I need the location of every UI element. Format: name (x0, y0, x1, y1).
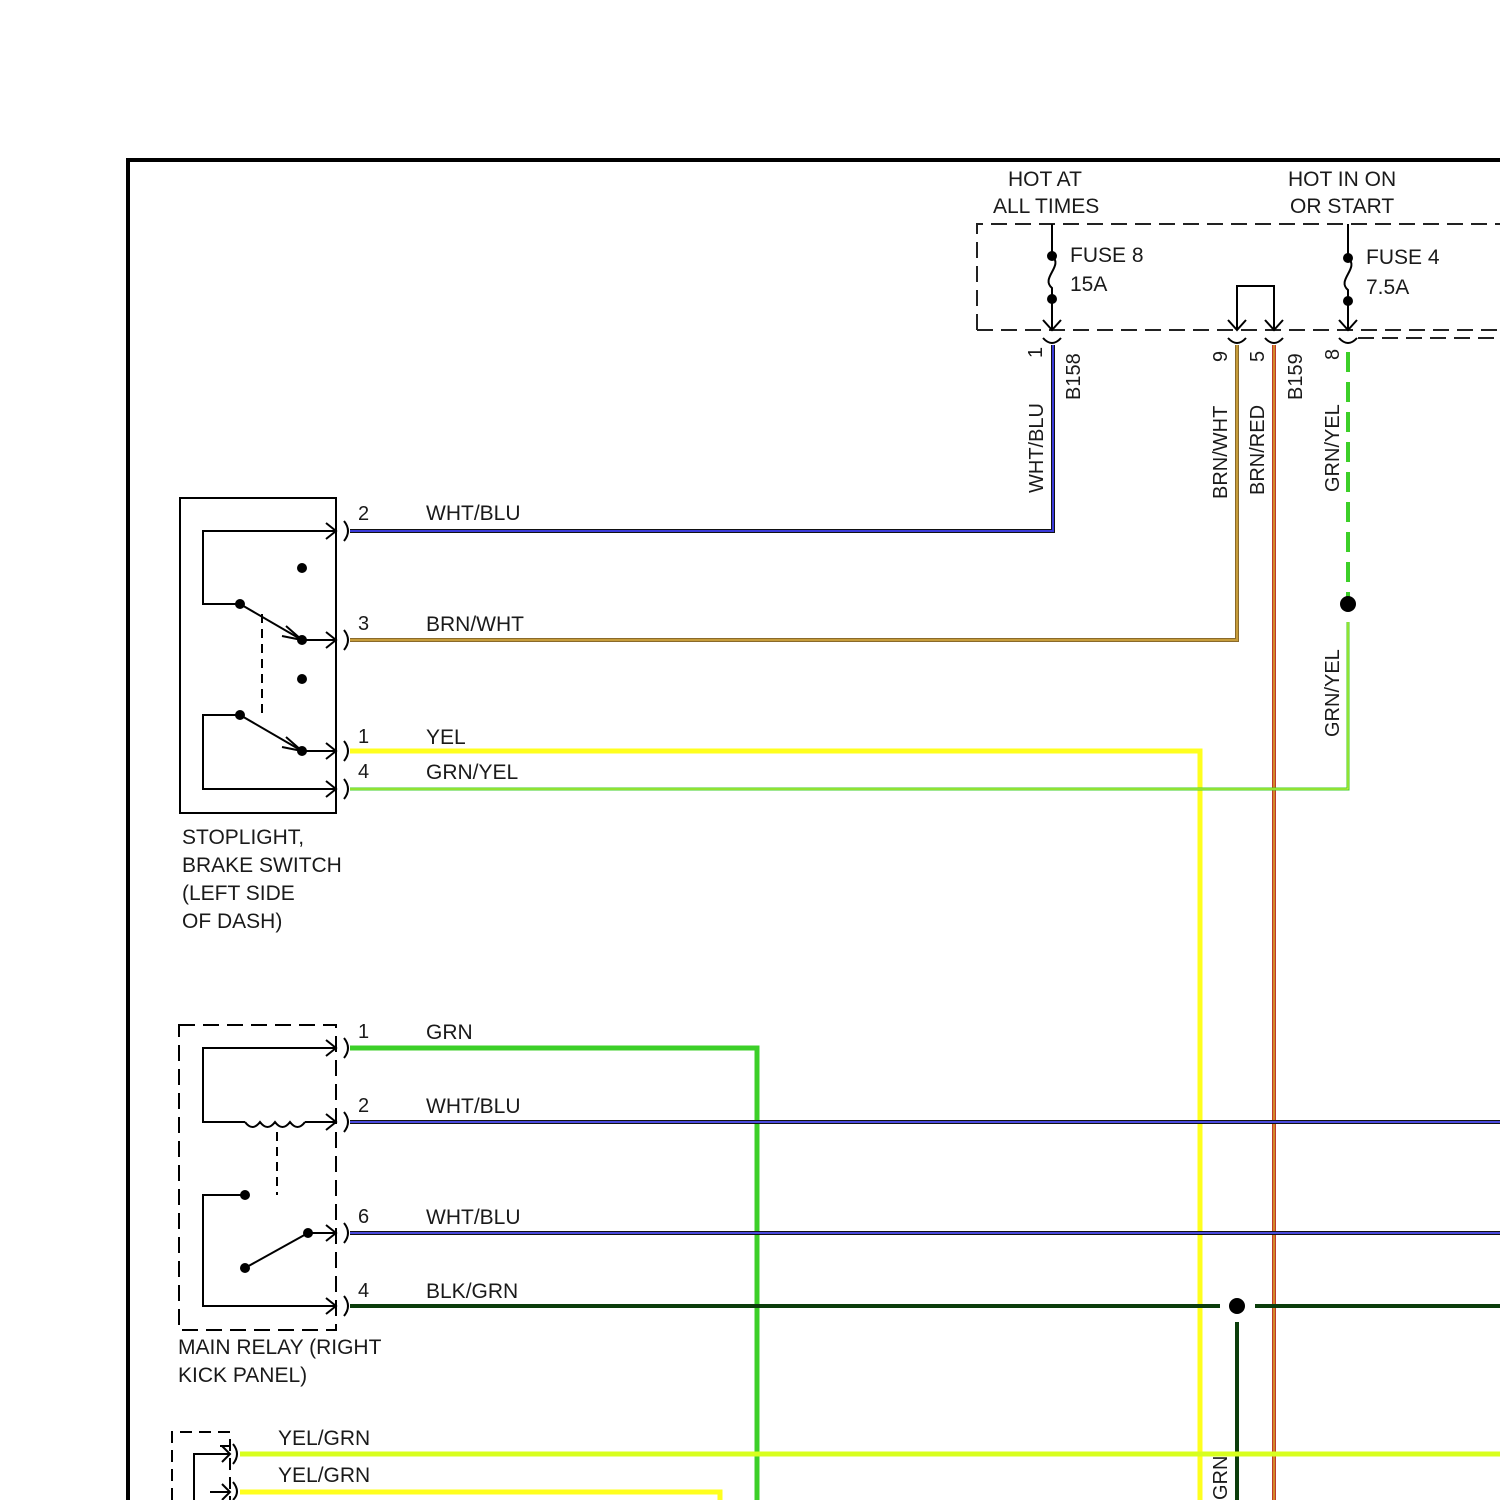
stoplight-wire-2: WHT/BLU (426, 502, 521, 525)
relay-pin-4: 4 (358, 1280, 369, 1302)
relay-wire-6: WHT/BLU (426, 1206, 521, 1229)
bottom-wire-2: YEL/GRN (278, 1464, 370, 1487)
vertical-wire-labels: WHT/BLU BRN/WHT BRN/RED GRN/YEL GRN/YEL … (1026, 403, 1344, 1500)
relay-label-line2: KICK PANEL) (178, 1364, 307, 1387)
relay-wire-4: BLK/GRN (426, 1280, 518, 1303)
stoplight-pin-2: 2 (358, 503, 369, 525)
vlabel-brn-wht: BRN/WHT (1210, 406, 1232, 499)
fuse-box-connector-marks (1043, 338, 1357, 343)
stoplight-pin-1: 1 (358, 726, 369, 748)
wire-yel-grn-2 (240, 1492, 720, 1500)
stoplight-wire-3: BRN/WHT (426, 613, 524, 636)
fuse-8-symbol (1043, 224, 1061, 330)
relay-pin-6: 6 (358, 1206, 369, 1228)
stoplight-brake-switch: 2 WHT/BLU 3 BRN/WHT 1 YEL 4 GRN/YEL STOP… (180, 498, 524, 933)
stoplight-label-line4: OF DASH) (182, 910, 282, 933)
wire-yel (350, 751, 1200, 1500)
splice-blk-grn (1229, 1298, 1245, 1314)
relay-label-line1: MAIN RELAY (RIGHT (178, 1336, 382, 1359)
fuse-pin-9: 9 (1210, 351, 1232, 362)
fuse-4-rating: 7.5A (1366, 276, 1409, 299)
stoplight-pin-3: 3 (358, 613, 369, 635)
stoplight-label-line3: (LEFT SIDE (182, 882, 295, 905)
relay-wire-1: GRN (426, 1021, 473, 1044)
stoplight-label-line1: STOPLIGHT, (182, 826, 304, 849)
fuse-pin-5: 5 (1247, 351, 1269, 362)
relay-wire-2: WHT/BLU (426, 1095, 521, 1118)
relay-pin-1: 1 (358, 1021, 369, 1043)
main-relay: 1 GRN 2 WHT/BLU 6 WHT/BLU 4 BLK/GRN MAIN… (178, 1021, 521, 1387)
stoplight-pin-4: 4 (358, 761, 369, 783)
bottom-connector: YEL/GRN YEL/GRN (172, 1427, 370, 1500)
hot-in-on-line1: HOT IN ON (1288, 168, 1396, 191)
stoplight-wire-4: GRN/YEL (426, 761, 518, 784)
internal-jumper (1228, 286, 1283, 330)
splice-grn-yel (1340, 596, 1356, 612)
fuse-pin-8: 8 (1322, 349, 1344, 360)
vlabel-grn-yel-upper: GRN/YEL (1322, 404, 1344, 492)
fuse-8-name: FUSE 8 (1070, 244, 1144, 267)
wire-grn-relay (350, 1048, 757, 1500)
vlabel-grn-yel-lower: GRN/YEL (1322, 649, 1344, 737)
vlabel-wht-blu: WHT/BLU (1026, 403, 1048, 493)
fuse-4-symbol (1339, 224, 1357, 330)
fuse-8-rating: 15A (1070, 273, 1107, 296)
hot-in-on-line2: OR START (1290, 195, 1394, 218)
stoplight-wire-1: YEL (426, 726, 466, 749)
wire-brn-wht (350, 345, 1237, 640)
vlabel-brn-red: BRN/RED (1247, 405, 1269, 495)
connector-b158-label: B158 (1063, 353, 1085, 400)
relay-pin-2: 2 (358, 1095, 369, 1117)
connector-b159-label: B159 (1285, 353, 1307, 400)
fuse-4-name: FUSE 4 (1366, 246, 1440, 269)
bottom-wire-1: YEL/GRN (278, 1427, 370, 1450)
hot-at-all-times-line2: ALL TIMES (993, 195, 1099, 218)
fuse-pin-1: 1 (1025, 347, 1047, 358)
vlabel-grn-bottom: GRN (1210, 1456, 1232, 1500)
hot-at-all-times-line1: HOT AT (1008, 168, 1082, 191)
stoplight-label-line2: BRAKE SWITCH (182, 854, 342, 877)
